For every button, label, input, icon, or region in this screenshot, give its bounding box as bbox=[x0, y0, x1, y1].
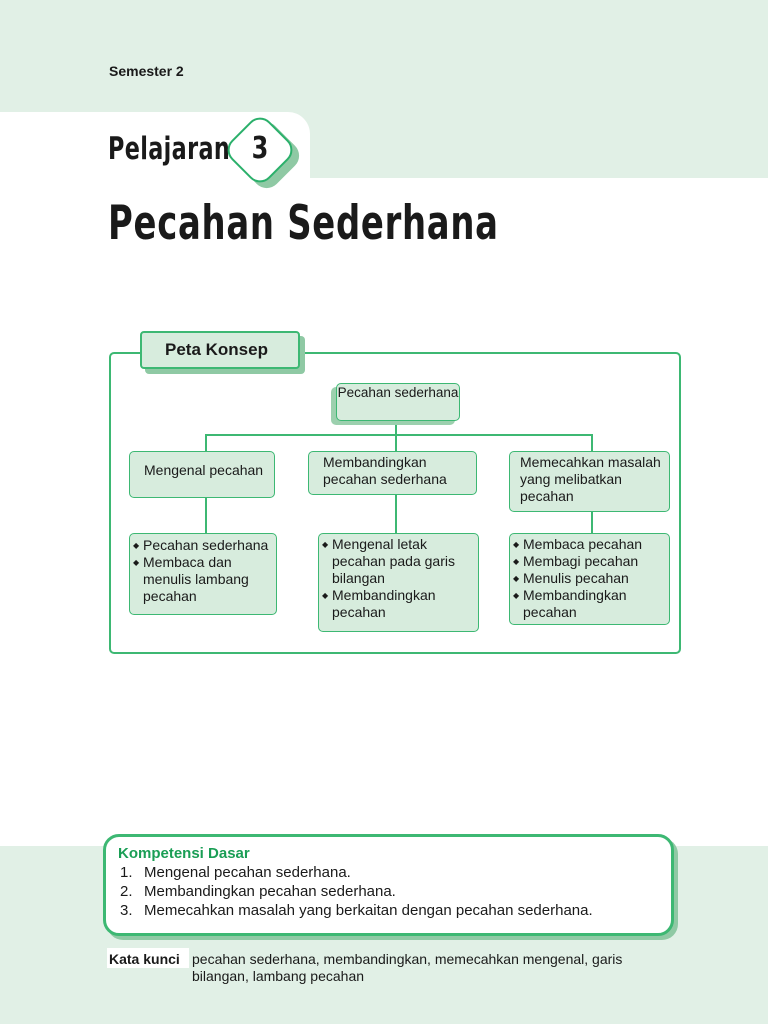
connector-branch-2-down bbox=[395, 495, 397, 534]
concept-map-label: Peta Konsep bbox=[140, 331, 300, 369]
competency-number: 3. bbox=[120, 902, 133, 919]
lesson-label: Pelajaran bbox=[108, 131, 231, 167]
keywords-label-box bbox=[107, 948, 189, 968]
concept-node-branch-1: Mengenal pecahan bbox=[129, 451, 275, 498]
list-item: Mengenal letak pecahan pada garis bilang… bbox=[322, 536, 472, 587]
competency-text: Memecahkan masalah yang berkaitan dengan… bbox=[144, 902, 593, 919]
list-item: Membaca dan menulis lambang pecahan bbox=[133, 554, 272, 605]
competencies-box: Kompetensi Dasar 1. Mengenal pecahan sed… bbox=[103, 834, 674, 936]
semester-label: Semester 2 bbox=[109, 63, 184, 79]
concept-detail-branch-1: Pecahan sederhana Membaca dan menulis la… bbox=[129, 533, 277, 615]
competency-row: 2. Membandingkan pecahan sederhana. bbox=[118, 882, 671, 901]
connector-root-down bbox=[395, 421, 397, 435]
connector-branch-3 bbox=[591, 434, 593, 452]
list-item: Membaca pecahan bbox=[513, 536, 665, 553]
list-item: Membagi pecahan bbox=[513, 553, 665, 570]
concept-node-root: Pecahan sederhana bbox=[336, 383, 460, 421]
connector-horizontal bbox=[205, 434, 592, 436]
competencies-title: Kompetensi Dasar bbox=[118, 845, 250, 862]
competency-number: 1. bbox=[120, 864, 133, 881]
connector-branch-2 bbox=[395, 434, 397, 452]
list-item: Menulis pecahan bbox=[513, 570, 665, 587]
competency-row: 3. Memecahkan masalah yang berkaitan den… bbox=[118, 901, 671, 920]
competency-number: 2. bbox=[120, 883, 133, 900]
connector-branch-1-down bbox=[205, 498, 207, 534]
concept-node-branch-3: Memecahkan masalah yang melibatkan pecah… bbox=[509, 451, 670, 512]
lesson-number: 3 bbox=[251, 131, 269, 166]
concept-node-branch-2: Membandingkan pecahan sederhana bbox=[308, 451, 477, 495]
competency-row: 1. Mengenal pecahan sederhana. bbox=[118, 863, 671, 882]
concept-detail-branch-3: Membaca pecahan Membagi pecahan Menulis … bbox=[509, 533, 670, 625]
competency-text: Membandingkan pecahan sederhana. bbox=[144, 883, 396, 900]
list-item: Membandingkan pecahan bbox=[513, 587, 665, 621]
competency-text: Mengenal pecahan sederhana. bbox=[144, 864, 351, 881]
connector-branch-3-down bbox=[591, 512, 593, 534]
list-item: Pecahan sederhana bbox=[133, 537, 272, 554]
concept-detail-branch-2: Mengenal letak pecahan pada garis bilang… bbox=[318, 533, 479, 632]
connector-branch-1 bbox=[205, 434, 207, 452]
keywords-text: pecahan sederhana, membandingkan, memeca… bbox=[192, 951, 623, 984]
list-item: Membandingkan pecahan bbox=[322, 587, 472, 621]
keywords-label: Kata kunci bbox=[109, 951, 180, 967]
chapter-title: Pecahan Sederhana bbox=[108, 196, 499, 251]
